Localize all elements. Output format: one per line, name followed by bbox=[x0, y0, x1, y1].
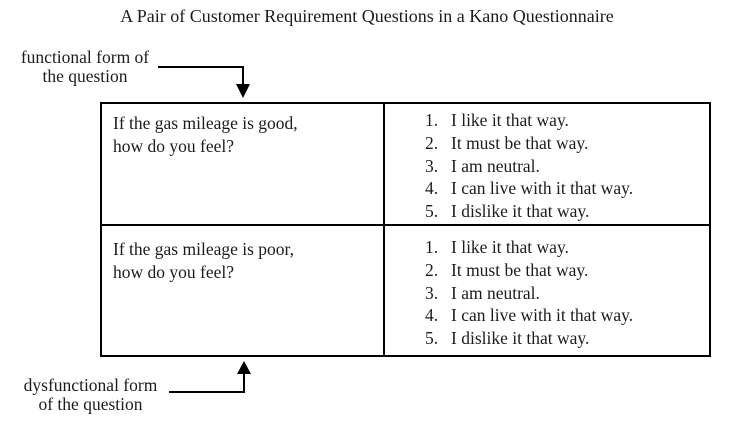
option-number: 5. bbox=[425, 201, 439, 222]
option-text: I am neutral. bbox=[451, 282, 540, 303]
kano-question-table: If the gas mileage is good, how do you f… bbox=[100, 102, 711, 357]
functional-form-label-line1: functional form of bbox=[20, 47, 150, 67]
option-text: I like it that way. bbox=[451, 237, 569, 257]
question-line: how do you feel? bbox=[113, 262, 235, 282]
question-line: If the gas mileage is poor, bbox=[113, 239, 295, 259]
option-number: 5. bbox=[425, 328, 439, 349]
figure-title: A Pair of Customer Requirement Questions… bbox=[120, 6, 614, 26]
option-item: 4. I can live with it that way. bbox=[425, 177, 705, 200]
option-item: 2. It must be that way. bbox=[425, 132, 705, 155]
functional-question-cell: If the gas mileage is good, how do you f… bbox=[102, 104, 385, 226]
option-number: 1. bbox=[425, 110, 439, 130]
option-text: I can live with it that way. bbox=[451, 305, 634, 326]
option-number: 1. bbox=[425, 237, 439, 257]
functional-arrow-connector bbox=[158, 66, 250, 98]
dysfunctional-form-label: dysfunctional form of the question bbox=[8, 376, 173, 414]
dysfunctional-form-label-line1: dysfunctional form bbox=[23, 375, 158, 395]
option-text: It must be that way. bbox=[451, 259, 589, 280]
option-text: I am neutral. bbox=[451, 155, 540, 176]
functional-form-label: functional form of the question bbox=[10, 48, 160, 86]
option-number: 2. bbox=[425, 132, 439, 153]
option-text: I dislike it that way. bbox=[451, 328, 590, 349]
option-item: 5. I dislike it that way. bbox=[425, 327, 705, 350]
dysfunctional-form-label-line2: of the question bbox=[38, 394, 143, 414]
functional-form-label-line2: the question bbox=[42, 66, 128, 86]
option-number: 3. bbox=[425, 282, 439, 303]
option-text: It must be that way. bbox=[451, 132, 589, 153]
dysfunctional-question-cell: If the gas mileage is poor, how do you f… bbox=[102, 226, 385, 355]
option-number: 3. bbox=[425, 155, 439, 176]
option-number: 4. bbox=[425, 305, 439, 326]
option-number: 4. bbox=[425, 178, 439, 199]
option-item: 2. It must be that way. bbox=[425, 259, 705, 282]
functional-options-cell: 1. I like it that way. 2. It must be tha… bbox=[385, 104, 709, 226]
dysfunctional-options-cell: 1. I like it that way. 2. It must be tha… bbox=[385, 226, 709, 355]
option-item: 3. I am neutral. bbox=[425, 282, 705, 305]
option-item: 1. I like it that way. bbox=[425, 109, 705, 132]
option-item: 5. I dislike it that way. bbox=[425, 200, 705, 223]
option-text: I like it that way. bbox=[451, 110, 569, 130]
up-arrowhead-icon bbox=[237, 361, 251, 374]
option-number: 2. bbox=[425, 259, 439, 280]
dysfunctional-arrow-connector bbox=[169, 361, 251, 393]
down-arrowhead-icon bbox=[236, 84, 250, 98]
question-line: If the gas mileage is good, bbox=[113, 113, 298, 133]
option-item: 1. I like it that way. bbox=[425, 236, 705, 259]
option-text: I can live with it that way. bbox=[451, 178, 634, 199]
question-line: how do you feel? bbox=[113, 136, 235, 156]
option-text: I dislike it that way. bbox=[451, 201, 590, 222]
option-item: 3. I am neutral. bbox=[425, 155, 705, 178]
option-item: 4. I can live with it that way. bbox=[425, 304, 705, 327]
